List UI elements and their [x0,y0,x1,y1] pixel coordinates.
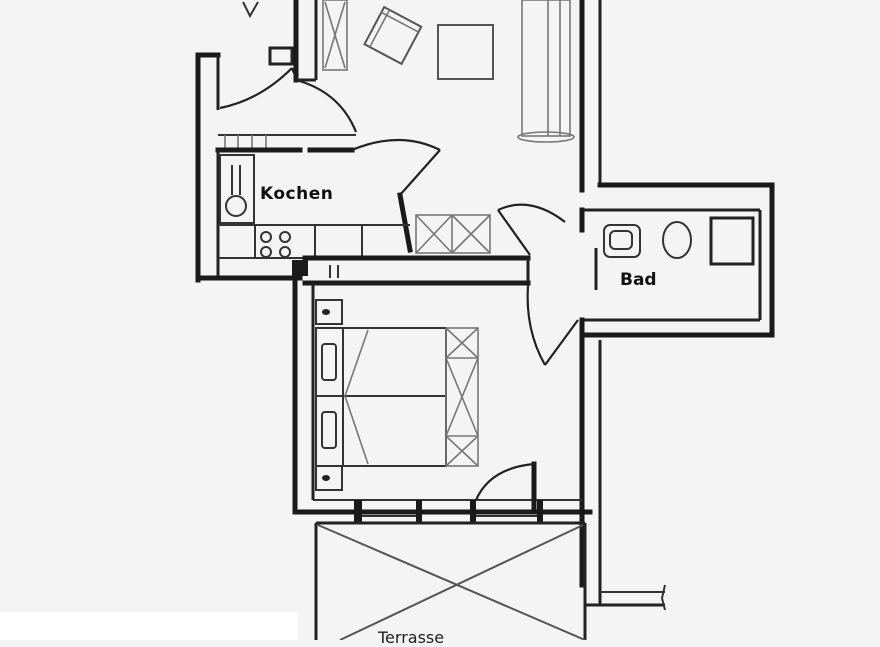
terrace [314,521,666,640]
entry-arrow-icon [242,1,259,19]
bath-door [497,203,579,366]
kitchen [195,138,491,281]
white-overlay-box [0,612,298,640]
living-room-walls [293,0,602,193]
room-label-terrasse: Terrasse [378,628,445,647]
living-room-furniture [322,0,575,143]
bathroom [579,182,775,343]
room-label-bad: Bad [620,270,657,290]
corridor [302,255,531,286]
room-label-kochen: Kochen [260,184,334,204]
entry-hall [195,46,358,283]
bedroom [292,275,602,605]
